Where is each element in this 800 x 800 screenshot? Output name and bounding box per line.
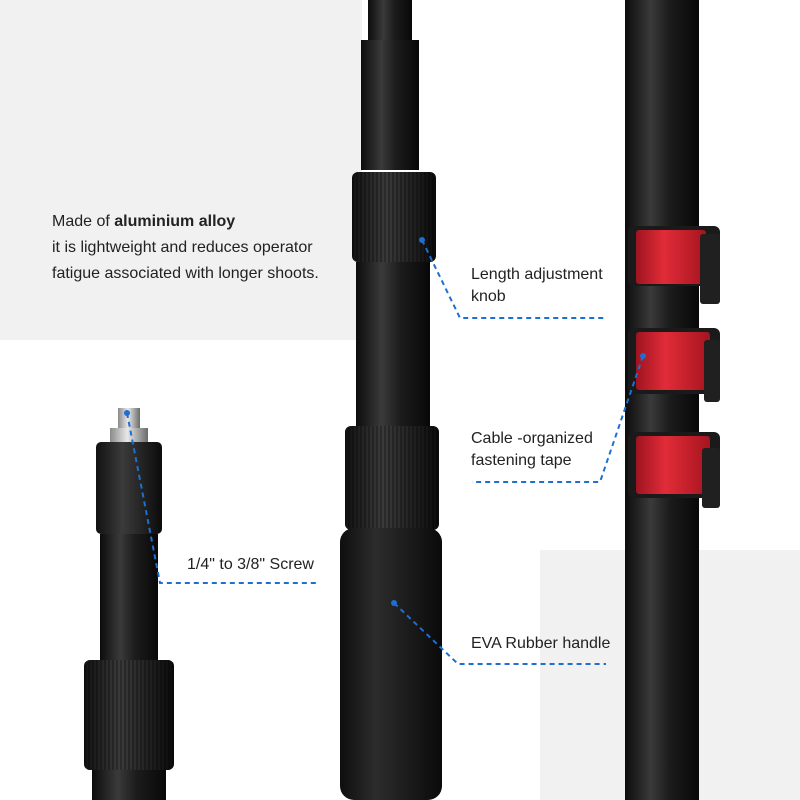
left-pole: [84, 408, 174, 800]
intro-line-1: Made of aluminium alloy: [52, 213, 236, 230]
right-pole: [625, 0, 699, 800]
center-pole: [340, 0, 442, 800]
label-screw: 1/4" to 3/8" Screw: [187, 556, 314, 573]
callout-lines: [126, 239, 644, 665]
fastening-straps: [628, 226, 720, 508]
background-panel-top-left: [0, 0, 362, 340]
intro-line-2: it is lightweight and reduces operator: [52, 239, 313, 256]
label-cable-fastening-tape: Cable -organized fastening tape: [471, 430, 593, 469]
material-highlight: aluminium alloy: [114, 213, 236, 230]
intro-line-3: fatigue associated with longer shoots.: [52, 265, 319, 282]
intro-text: Made of aluminium alloy it is lightweigh…: [52, 209, 352, 287]
label-length-adjustment-knob: Length adjustment knob: [471, 266, 603, 305]
label-eva-rubber-handle: EVA Rubber handle: [471, 635, 611, 652]
